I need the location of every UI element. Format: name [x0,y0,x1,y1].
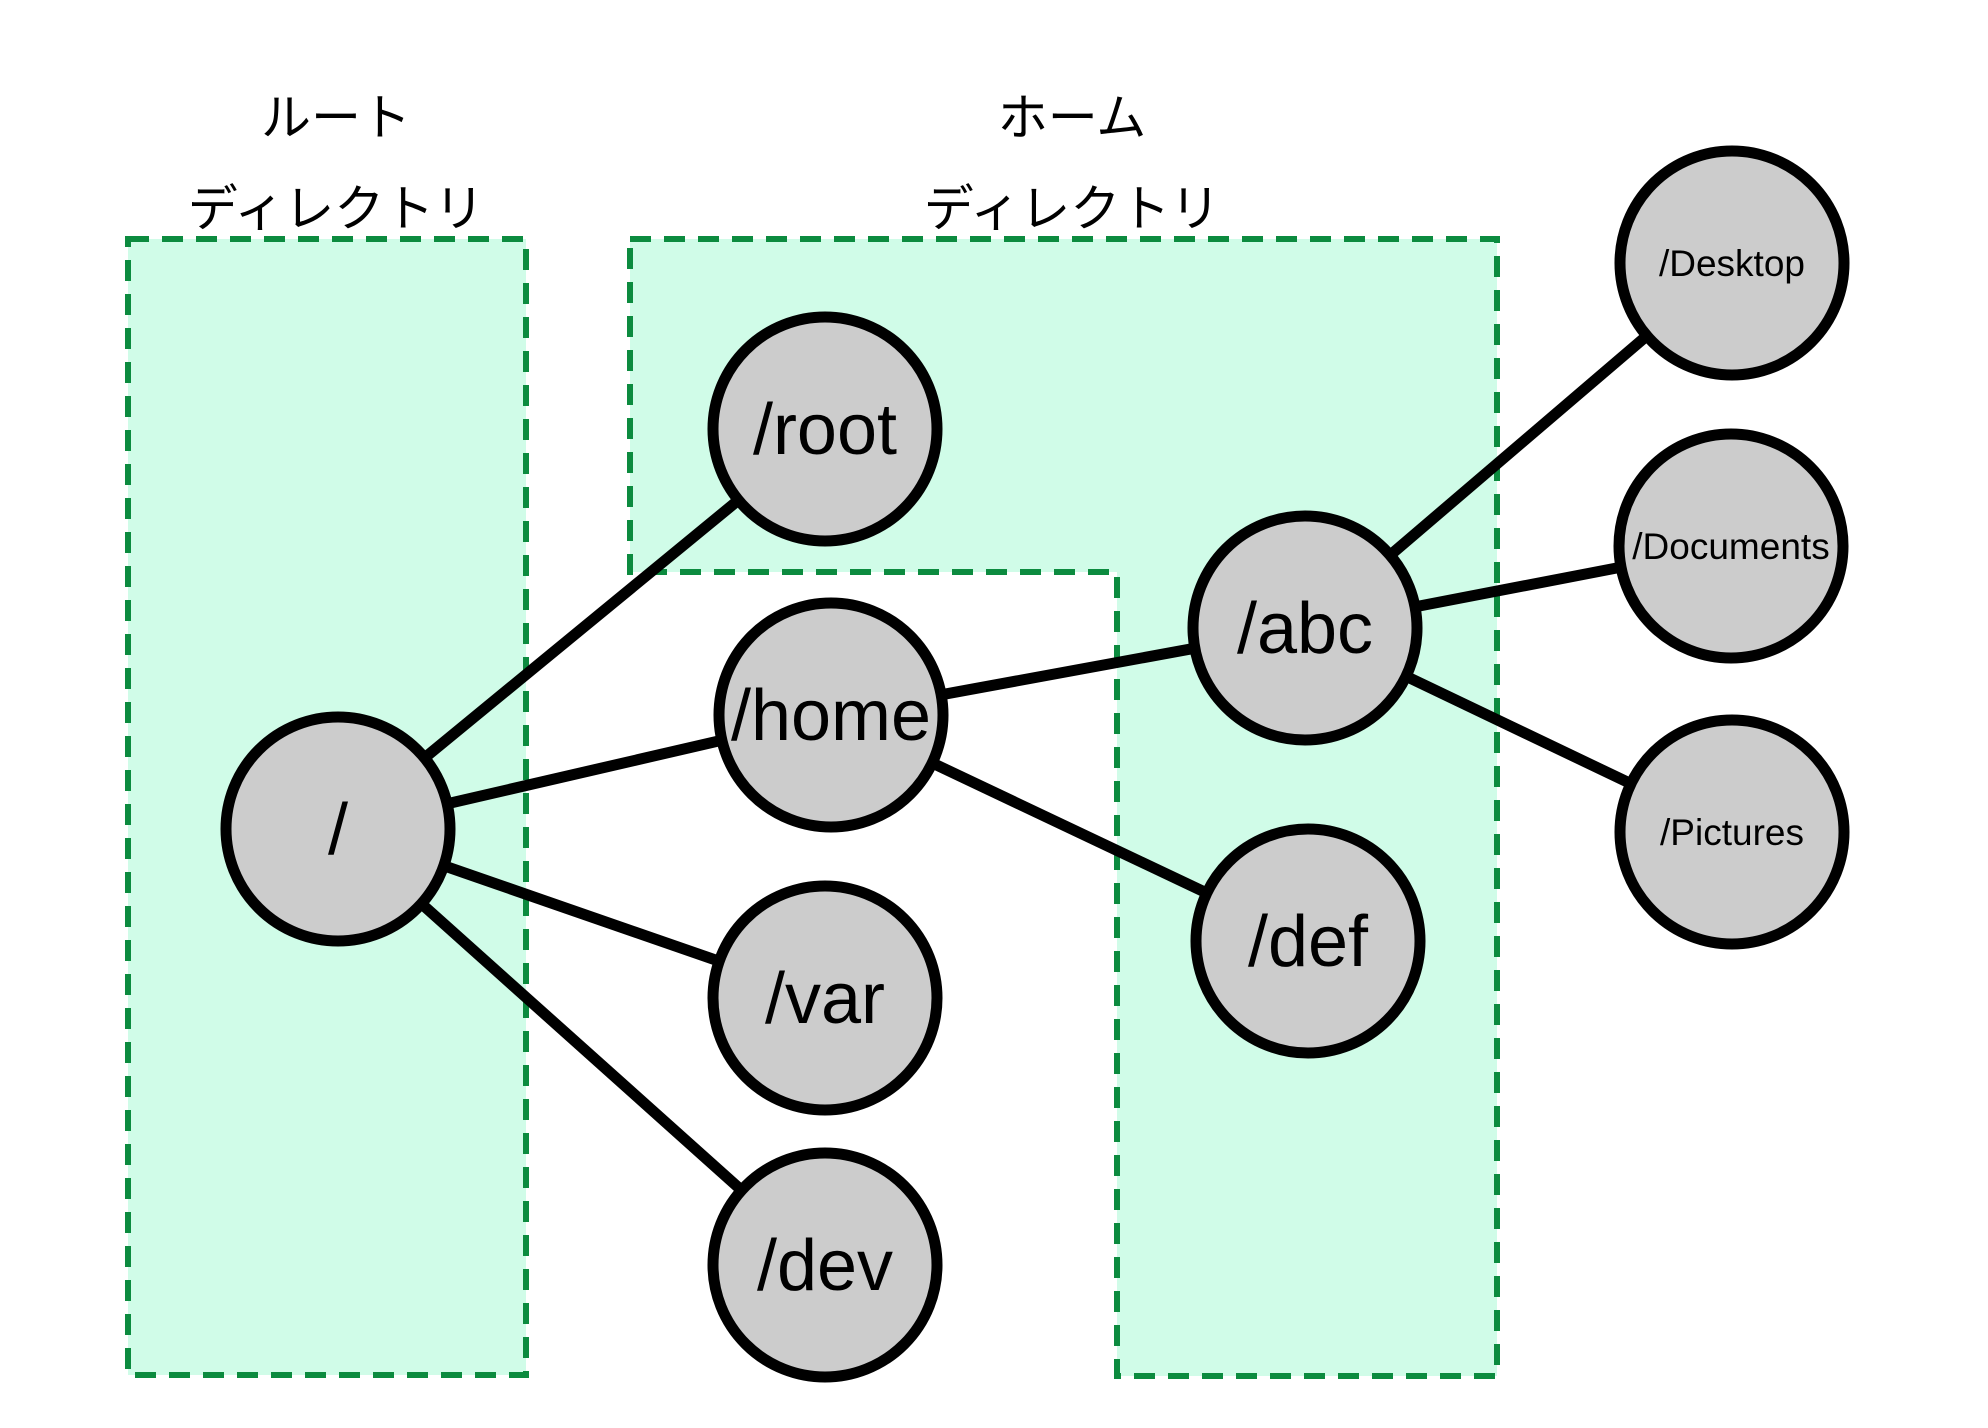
node-pictures-circle [1614,714,1850,950]
node-var-circle [707,880,943,1116]
node-pictures-label: /Pictures [1660,812,1804,853]
node-root-dir-circle [707,311,943,547]
node-home-circle [713,597,949,833]
node-abc-circle [1187,510,1423,746]
node-dev: /dev [707,1147,943,1383]
node-root-circle [220,711,456,947]
home-directory-title-line2: ディレクトリ [924,181,1221,237]
root-directory-title-line1: ルート [261,90,411,146]
node-documents-label: /Documents [1632,526,1829,567]
node-desktop: /Desktop [1614,145,1850,381]
node-home: /home [713,597,949,833]
node-var: /var [707,880,943,1116]
home-directory-title-line1: ホーム [998,90,1147,146]
node-documents-circle [1613,428,1849,664]
root-directory-title-line2: ディレクトリ [188,181,485,237]
node-home-label: /home [731,676,931,756]
node-root-dir-label: /root [753,390,897,470]
node-root: / [220,711,456,947]
node-var-label: /var [765,959,885,1039]
node-def: /def [1190,823,1426,1059]
node-abc-label: /abc [1237,589,1373,669]
node-pictures: /Pictures [1614,714,1850,950]
node-desktop-circle [1614,145,1850,381]
node-def-label: /def [1248,902,1369,982]
node-root-label: / [328,790,348,870]
node-desktop-label: /Desktop [1659,243,1805,284]
node-dev-label: /dev [757,1226,893,1306]
node-def-circle [1190,823,1426,1059]
node-abc: /abc [1187,510,1423,746]
node-root-dir: /root [707,311,943,547]
node-documents: /Documents [1613,428,1849,664]
node-dev-circle [707,1147,943,1383]
